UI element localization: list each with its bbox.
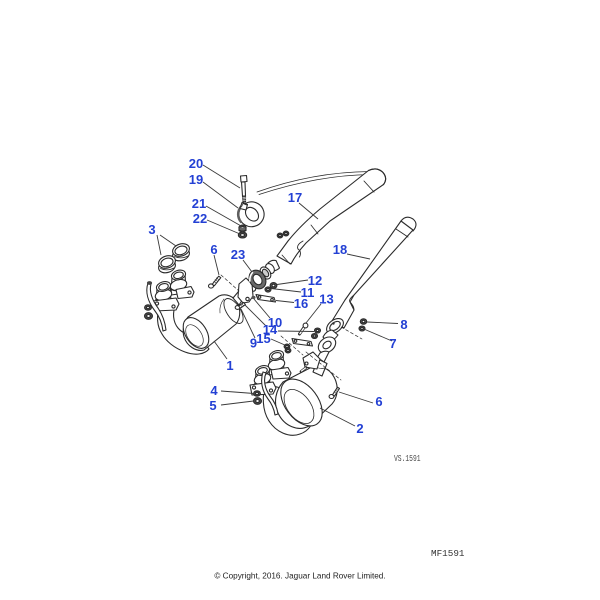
svg-text:6: 6 (375, 394, 382, 409)
svg-text:5: 5 (209, 398, 216, 413)
svg-text:19: 19 (189, 172, 203, 187)
svg-text:1: 1 (226, 358, 233, 373)
svg-text:2: 2 (356, 421, 363, 436)
svg-text:8: 8 (400, 317, 407, 332)
svg-text:6: 6 (210, 242, 217, 257)
svg-text:23: 23 (231, 247, 245, 262)
svg-text:15: 15 (256, 331, 270, 346)
svg-text:17: 17 (288, 190, 302, 205)
svg-text:© Copyright, 2016. Jaguar Land: © Copyright, 2016. Jaguar Land Rover Lim… (214, 572, 385, 581)
svg-text:16: 16 (294, 296, 308, 311)
svg-text:21: 21 (192, 196, 206, 211)
svg-text:10: 10 (268, 315, 282, 330)
svg-text:VS.1591: VS.1591 (394, 455, 421, 464)
svg-text:9: 9 (250, 336, 257, 351)
svg-text:18: 18 (333, 242, 347, 257)
svg-text:3: 3 (148, 222, 155, 237)
svg-text:4: 4 (210, 383, 218, 398)
svg-text:14: 14 (263, 322, 278, 337)
svg-text:12: 12 (308, 273, 322, 288)
svg-text:MF1591: MF1591 (431, 548, 465, 559)
svg-text:7: 7 (389, 336, 396, 351)
svg-text:20: 20 (189, 156, 203, 171)
svg-text:13: 13 (319, 292, 333, 307)
svg-text:22: 22 (193, 211, 207, 226)
svg-text:11: 11 (301, 285, 315, 300)
